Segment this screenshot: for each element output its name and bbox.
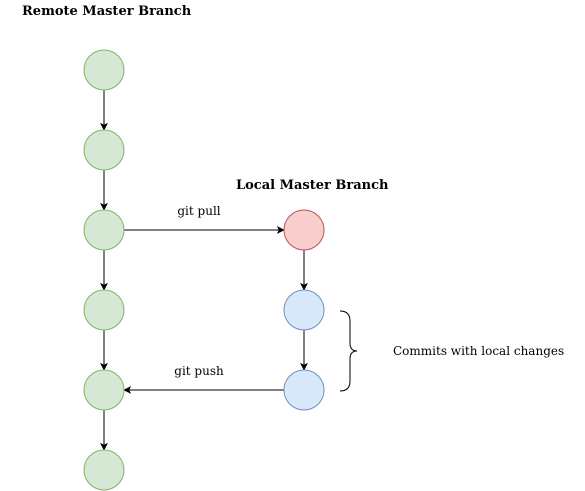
remote-commit-node-r5 [83, 369, 125, 411]
local-branch-title: Local Master Branch [236, 178, 389, 193]
local-commit-node-l2 [283, 289, 325, 331]
git-pull-label: git pull [177, 204, 220, 218]
remote-commit-node-r1 [83, 49, 125, 91]
nodes-layer [83, 49, 325, 491]
local-commit-node-l3 [283, 369, 325, 411]
local-changes-brace [339, 310, 358, 392]
remote-branch-title: Remote Master Branch [22, 4, 192, 19]
remote-commit-node-r2 [83, 129, 125, 171]
local-changes-label: Commits with local changes [393, 344, 564, 358]
local-commit-node-l1 [283, 209, 325, 251]
remote-commit-node-r3 [83, 209, 125, 251]
edges-layer [100, 90, 308, 451]
git-push-label: git push [174, 364, 224, 378]
remote-commit-node-r6 [83, 449, 125, 491]
remote-commit-node-r4 [83, 289, 125, 331]
